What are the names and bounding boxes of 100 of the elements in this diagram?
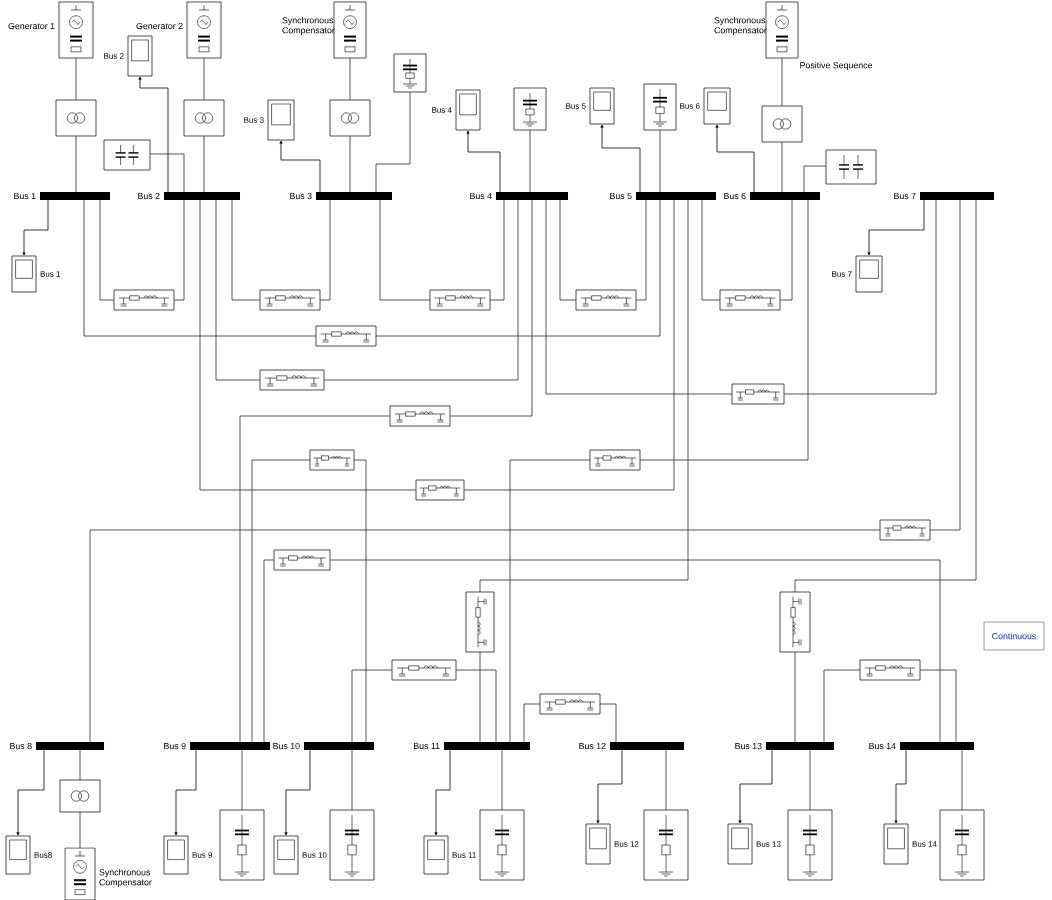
signal-arrow: [16, 749, 45, 836]
wire: [599, 703, 617, 743]
wire: [319, 199, 331, 301]
line-block: [589, 449, 641, 471]
wire: [203, 135, 205, 193]
line-block: [429, 289, 491, 311]
line-block: [113, 289, 175, 311]
transformer-block: [59, 779, 101, 813]
line-block: [465, 591, 495, 653]
load-block: [329, 809, 375, 881]
wire: [75, 135, 77, 193]
wire: [559, 199, 577, 301]
load-block: [479, 809, 525, 881]
wire: [659, 129, 661, 193]
wire: [489, 199, 505, 301]
wire: [781, 57, 783, 107]
line-block: [391, 659, 457, 681]
line-block: [315, 325, 377, 347]
line-block: [859, 659, 921, 681]
wire: [639, 199, 809, 461]
wire: [251, 459, 311, 743]
wire: [231, 199, 261, 301]
wire: [239, 415, 391, 743]
wire: [779, 199, 793, 301]
capacitor-block: [103, 139, 151, 171]
transformer-block: [183, 99, 225, 137]
wire: [149, 153, 185, 193]
line-block: [259, 289, 321, 311]
wire: [809, 749, 811, 811]
wire: [203, 57, 205, 101]
wire: [523, 703, 541, 743]
wire: [351, 749, 353, 811]
wire: [781, 141, 783, 193]
wire: [479, 651, 481, 743]
signal-arrow: [600, 124, 641, 193]
wire: [794, 651, 796, 743]
line-block: [719, 289, 781, 311]
line-block: [389, 405, 451, 427]
wire: [323, 199, 519, 381]
wire: [329, 559, 941, 743]
wire: [353, 459, 367, 743]
signal-arrow: [596, 749, 623, 824]
wire: [375, 199, 661, 337]
signal-arrow: [22, 199, 49, 256]
wire: [501, 749, 503, 811]
signal-arrow: [174, 749, 197, 836]
signal-arrow: [434, 749, 451, 836]
wire: [379, 199, 431, 301]
line-block: [415, 479, 465, 501]
wire: [199, 199, 417, 491]
load-block: [643, 809, 689, 881]
wire: [351, 669, 393, 743]
signal-arrow: [738, 749, 773, 824]
wire: [783, 199, 937, 395]
wire: [455, 669, 497, 743]
wire: [349, 57, 351, 101]
load-block: [939, 809, 985, 881]
load-block: [393, 53, 427, 93]
wire: [701, 199, 721, 301]
signal-arrow: [894, 749, 907, 824]
capacitor-block: [825, 149, 877, 185]
line-block: [575, 289, 637, 311]
line-block: [273, 549, 331, 571]
wire: [349, 135, 351, 193]
signal-arrow: [279, 140, 321, 193]
load-block: [513, 87, 547, 131]
wire: [961, 749, 963, 811]
wire: [375, 91, 411, 193]
wire: [479, 199, 689, 593]
wire: [635, 199, 647, 301]
wire: [173, 199, 185, 301]
transformer-block: [55, 99, 97, 137]
wire: [929, 199, 961, 531]
transformer-block: [761, 105, 803, 143]
wire: [919, 669, 957, 743]
wire: [803, 165, 827, 193]
wire: [215, 199, 261, 381]
line-block: [539, 693, 601, 715]
signal-arrow: [466, 130, 501, 193]
load-block: [219, 809, 265, 881]
wire: [794, 199, 977, 593]
wire: [89, 529, 881, 743]
signal-arrow: [867, 199, 925, 256]
signal-arrow: [715, 124, 755, 193]
wire: [241, 749, 243, 811]
transformer-block: [329, 99, 371, 137]
wire: [545, 199, 733, 395]
wire: [823, 669, 861, 743]
signal-arrow: [284, 749, 311, 836]
wire: [529, 129, 531, 193]
line-block: [309, 449, 355, 471]
line-block: [779, 591, 811, 653]
wire: [665, 749, 667, 811]
wire: [509, 459, 591, 743]
wire: [99, 199, 115, 301]
wire: [79, 749, 81, 781]
line-block: [731, 383, 785, 405]
wire: [263, 559, 275, 743]
wire: [79, 811, 81, 849]
wire: [75, 57, 77, 101]
